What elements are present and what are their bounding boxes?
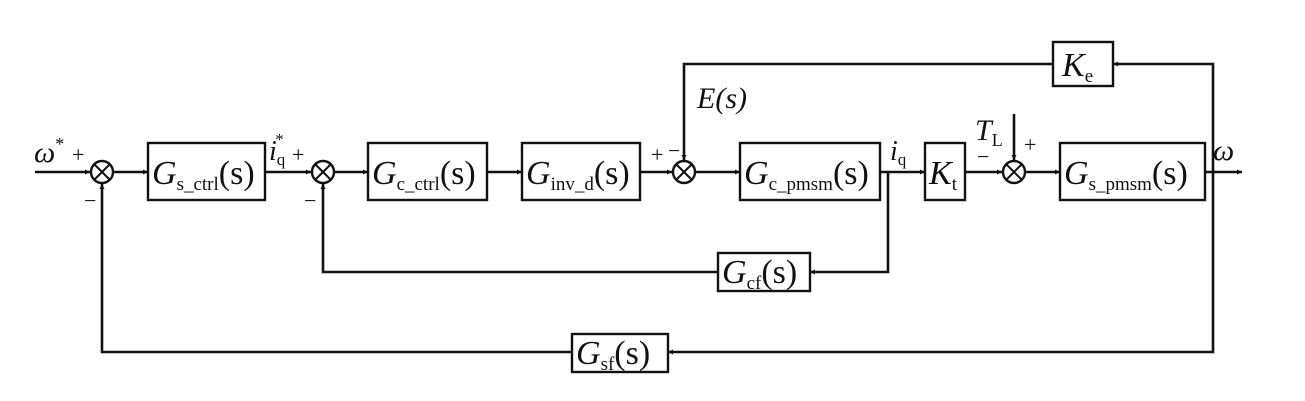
label-iq-ref: iq*	[269, 130, 286, 169]
label-omega-ref: ω*	[34, 134, 64, 169]
svg-text:Kt: Kt	[928, 155, 958, 195]
summing-junction-3	[671, 159, 697, 185]
svg-text:Gsf(s): Gsf(s)	[576, 335, 650, 375]
sign: +	[72, 142, 84, 167]
svg-text:Gc_ctrl(s): Gc_ctrl(s)	[372, 155, 476, 195]
svg-text:Gs_pmsm(s): Gs_pmsm(s)	[1064, 155, 1188, 195]
sign: −	[977, 144, 989, 169]
sign: +	[651, 142, 663, 167]
svg-text:Gcf(s): Gcf(s)	[722, 254, 797, 294]
block-ke: Ke	[1051, 40, 1115, 88]
svg-text:Gs_ctrl(s): Gs_ctrl(s)	[152, 155, 255, 195]
block-gc-pmsm: Gc_pmsm(s)	[738, 141, 882, 202]
speed-feedback-return	[99, 184, 572, 354]
block-kt: Kt	[923, 141, 967, 202]
sign: +	[1024, 132, 1036, 157]
feedback-paths	[99, 61, 1215, 355]
block-gsf: Gsf(s)	[570, 332, 670, 375]
label-omega: ω	[1213, 134, 1234, 167]
sign: −	[304, 188, 316, 213]
svg-text:Ginv_d(s): Ginv_d(s)	[526, 155, 630, 195]
block-ginv-d: Ginv_d(s)	[520, 141, 642, 202]
label-emf: E(s)	[696, 82, 747, 115]
sign: −	[84, 188, 96, 213]
summing-junction-1	[89, 159, 115, 185]
block-gc-ctrl: Gc_ctrl(s)	[366, 141, 489, 202]
block-gs-pmsm: Gs_pmsm(s)	[1058, 141, 1207, 202]
label-load-torque: TL	[975, 114, 1003, 150]
block-gs-ctrl: Gs_ctrl(s)	[146, 141, 267, 202]
summing-junction-2	[310, 159, 336, 185]
label-iq: iq	[890, 136, 907, 169]
sign: +	[292, 142, 304, 167]
current-feedback-return	[320, 184, 718, 274]
emf-feedback-return	[681, 62, 1053, 160]
svg-text:Gc_pmsm(s): Gc_pmsm(s)	[744, 155, 869, 195]
svg-text:Ke: Ke	[1061, 47, 1093, 87]
emf-feedback-line	[1113, 61, 1215, 172]
speed-feedback-line	[668, 172, 1215, 355]
block-gcf: Gcf(s)	[716, 251, 812, 294]
current-feedback-line	[810, 172, 890, 275]
sign: −	[668, 138, 680, 163]
summing-junction-4	[1001, 159, 1027, 185]
